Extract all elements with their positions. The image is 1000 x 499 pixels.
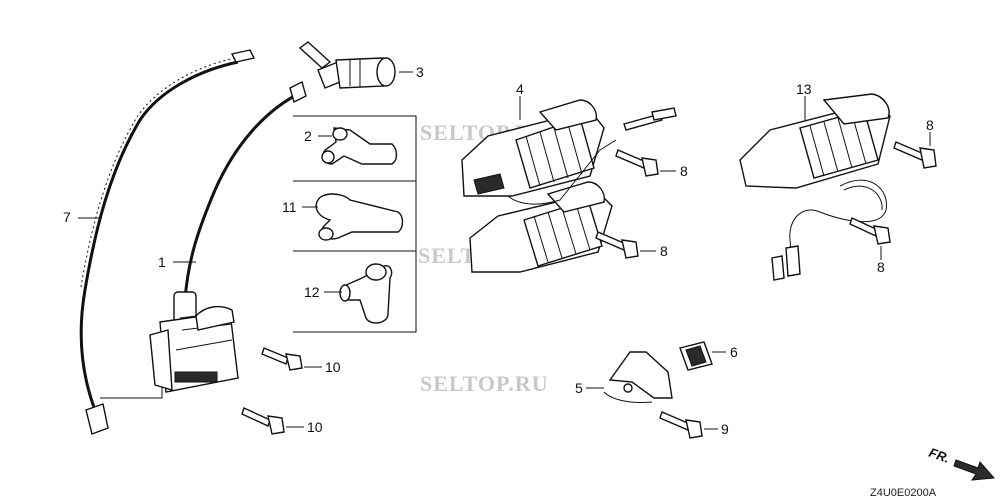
bolt-10b xyxy=(241,407,285,435)
callout-3: 3 xyxy=(416,64,424,80)
ignition-coil-part xyxy=(149,80,307,393)
bolt-8a xyxy=(615,149,659,177)
diagram-code: Z4U0E0200A xyxy=(870,487,937,499)
callout-5: 5 xyxy=(575,380,583,396)
callout-4: 4 xyxy=(516,81,524,97)
watermark-bottom: SELTOP.RU xyxy=(420,371,549,396)
bolt-8c xyxy=(893,141,937,169)
spark-plug-cap-12-part xyxy=(339,263,393,324)
front-direction-marker: FR. xyxy=(927,445,996,481)
callout-11: 11 xyxy=(282,199,297,215)
callout-8-b: 8 xyxy=(660,243,668,259)
grommet-6-part xyxy=(679,341,713,371)
charge-coil-4-part xyxy=(461,99,677,273)
spark-plug-cap-2-part xyxy=(321,127,398,165)
bracket-5-part xyxy=(603,351,673,403)
callout-8-d: 8 xyxy=(877,259,885,275)
bolt-9-part xyxy=(659,411,703,439)
callout-8-c: 8 xyxy=(926,117,934,133)
charge-coil-13-part xyxy=(739,93,891,281)
bolt-8b xyxy=(595,231,639,259)
callout-12: 12 xyxy=(304,284,320,300)
callout-13: 13 xyxy=(796,81,812,97)
callout-9: 9 xyxy=(721,421,729,437)
ground-wire-part xyxy=(79,49,256,435)
callout-10-a: 10 xyxy=(325,359,341,375)
callout-7: 7 xyxy=(63,209,71,225)
bolt-10a xyxy=(261,347,303,371)
callout-1: 1 xyxy=(158,254,166,270)
spark-plug-cap-3-part xyxy=(298,41,396,89)
bolt-8d xyxy=(849,217,891,245)
callout-8-a: 8 xyxy=(680,163,688,179)
alternate-caps-box xyxy=(293,115,417,333)
front-label: FR. xyxy=(927,445,952,466)
callout-2: 2 xyxy=(304,128,312,144)
spark-plug-cap-11-part xyxy=(315,193,404,241)
callout-10-b: 10 xyxy=(307,419,323,435)
callout-6: 6 xyxy=(730,344,738,360)
